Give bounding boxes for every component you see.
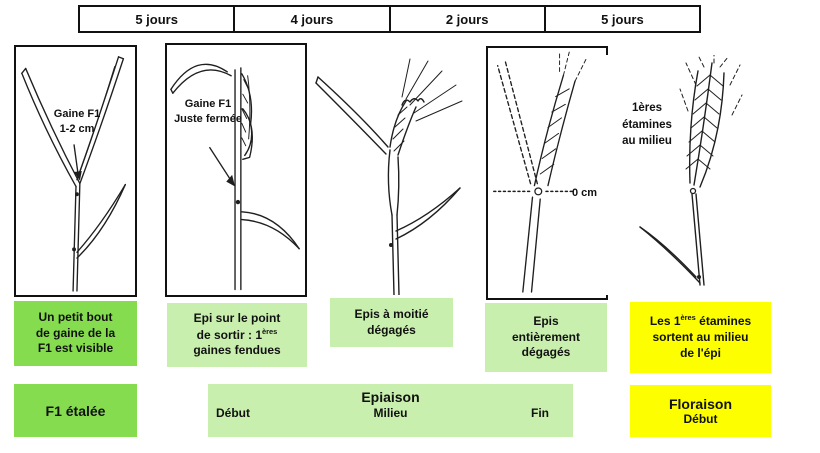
duration-cell-4: 5 jours	[543, 7, 699, 31]
epiaison-debut: Début	[216, 406, 250, 420]
annotation-gaine-f1-fermee: Gaine F1 Juste fermée	[174, 98, 242, 125]
phase-floraison: Floraison Début	[630, 385, 771, 437]
wheat-sketch-stage-5	[639, 55, 743, 286]
epiaison-milieu: Milieu	[373, 406, 408, 420]
wheat-sketch-stage-1	[21, 56, 127, 292]
phase-f1-etalee: F1 étalée	[14, 384, 137, 437]
panel-stage-5: 1ères étamines au milieu	[600, 55, 768, 295]
duration-cell-3: 2 jours	[388, 7, 544, 31]
annotation-gaine-f1-1-2cm: Gaine F1 1-2 cm	[53, 108, 101, 135]
duration-cell-1: 5 jours	[135, 11, 178, 27]
panel-stage-4: 0 cm	[486, 46, 608, 300]
panel-stage-2: Gaine F1 Juste fermée	[165, 43, 307, 297]
phase-epiaison: Epiaison Début Milieu Fin	[208, 384, 573, 437]
wheat-sketch-stage-2	[170, 63, 300, 291]
duration-bar: 5 jours 4 jours 2 jours 5 jours	[78, 5, 701, 33]
wheat-sketch-stage-3	[315, 58, 463, 295]
stage-label-1: Un petit bout de gaine de la F1 est visi…	[14, 301, 137, 366]
stage-label-2: Epi sur le point de sortir : 1ères gaine…	[167, 303, 307, 367]
stage-label-3: Epis à moitié dégagés	[330, 298, 453, 347]
duration-cell-2: 4 jours	[233, 7, 388, 31]
stage-label-5: Les 1ères étamines sortent au milieu de …	[630, 302, 771, 373]
annotation-etamines-milieu: 1ères étamines au milieu	[622, 102, 672, 148]
wheat-sketch-stage-4	[493, 51, 588, 293]
epiaison-fin: Fin	[530, 406, 549, 420]
panel-stage-3	[310, 55, 465, 295]
floraison-debut: Début	[683, 412, 718, 426]
annotation-0cm: 0 cm	[572, 187, 598, 199]
panel-stage-1: Gaine F1 1-2 cm	[14, 45, 137, 297]
stage-label-4: Epis entièrement dégagés	[485, 303, 607, 372]
